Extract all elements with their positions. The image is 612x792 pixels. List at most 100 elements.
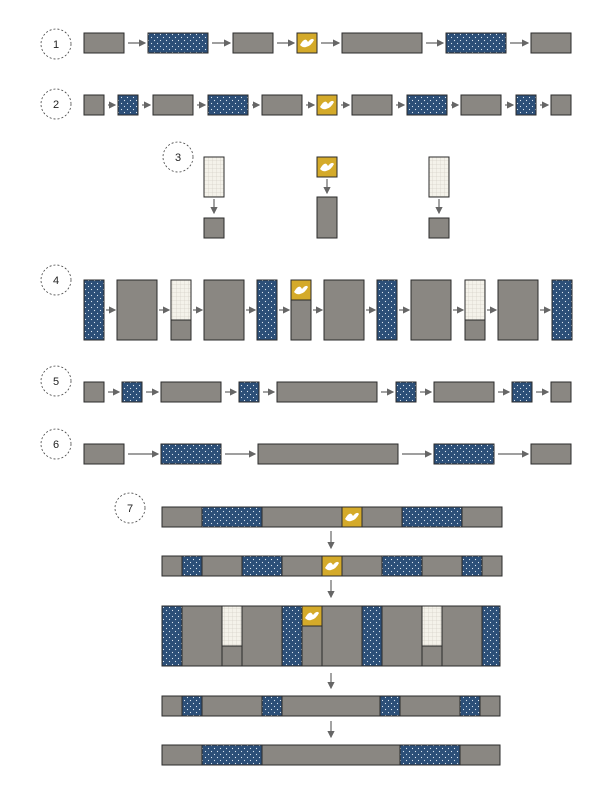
gray-block bbox=[83, 443, 125, 465]
navy-dotted-block bbox=[261, 695, 283, 717]
navy-dotted-block bbox=[433, 443, 495, 465]
gray-block bbox=[460, 94, 502, 116]
step-marker bbox=[114, 492, 146, 524]
gray-block bbox=[341, 555, 383, 577]
gray-block bbox=[232, 32, 274, 54]
step-number: 1 bbox=[53, 39, 59, 51]
navy-dotted-block bbox=[376, 279, 398, 341]
gray-block bbox=[479, 695, 501, 717]
gray-block bbox=[181, 605, 223, 667]
gray-block bbox=[241, 605, 283, 667]
gray-block bbox=[323, 279, 365, 341]
gray-block bbox=[201, 695, 263, 717]
strip-outline bbox=[161, 695, 501, 717]
navy-dotted-block bbox=[207, 94, 249, 116]
step-number: 7 bbox=[127, 503, 133, 515]
gray-block bbox=[83, 94, 105, 116]
navy-dotted-block bbox=[551, 279, 573, 341]
navy-dotted-block bbox=[459, 695, 481, 717]
gray-block bbox=[161, 695, 183, 717]
gray-block bbox=[459, 744, 501, 766]
gray-block bbox=[83, 381, 105, 403]
gray-block bbox=[399, 695, 461, 717]
navy-dotted-block bbox=[361, 605, 383, 667]
gray-block bbox=[421, 645, 443, 667]
gray-block bbox=[530, 443, 572, 465]
navy-dotted-block bbox=[406, 94, 448, 116]
gray-block bbox=[381, 605, 423, 667]
gray-block bbox=[161, 506, 203, 528]
bird-motif-icon bbox=[300, 38, 314, 48]
navy-dotted-block bbox=[160, 443, 222, 465]
navy-dotted-block bbox=[395, 381, 417, 403]
step-marker bbox=[40, 365, 72, 397]
gray-block bbox=[170, 319, 192, 341]
gray-block bbox=[281, 555, 323, 577]
strip-outline bbox=[161, 744, 501, 766]
navy-dotted-block bbox=[401, 506, 463, 528]
gray-block bbox=[161, 555, 183, 577]
gray-block bbox=[261, 506, 343, 528]
strip-outline bbox=[161, 555, 503, 577]
navy-dotted-block bbox=[281, 605, 303, 667]
gray-block bbox=[261, 94, 303, 116]
gray-block bbox=[321, 605, 363, 667]
bird-motif-icon bbox=[345, 512, 359, 522]
gray-block bbox=[261, 744, 401, 766]
step-number: 3 bbox=[175, 152, 181, 164]
navy-dotted-block bbox=[117, 94, 139, 116]
navy-dotted-block bbox=[515, 94, 537, 116]
navy-dotted-block bbox=[238, 381, 260, 403]
gray-block bbox=[428, 217, 450, 239]
gray-block bbox=[341, 32, 423, 54]
step-number: 4 bbox=[53, 275, 59, 287]
gray-block bbox=[201, 555, 243, 577]
gray-block bbox=[290, 299, 312, 341]
gray-block bbox=[116, 279, 158, 341]
cream-grid-block bbox=[203, 156, 225, 198]
navy-dotted-block bbox=[147, 32, 209, 54]
step-marker bbox=[40, 264, 72, 296]
gray-block bbox=[83, 32, 125, 54]
gray-block bbox=[497, 279, 539, 341]
strip-outline bbox=[161, 506, 503, 528]
gray-block bbox=[361, 506, 403, 528]
navy-dotted-block bbox=[181, 695, 203, 717]
gray-block bbox=[316, 196, 338, 239]
navy-dotted-block bbox=[241, 555, 283, 577]
step-marker bbox=[162, 141, 194, 173]
navy-dotted-block bbox=[399, 744, 461, 766]
navy-dotted-block bbox=[381, 555, 423, 577]
cream-grid-block bbox=[464, 279, 486, 321]
navy-dotted-block bbox=[445, 32, 507, 54]
gray-block bbox=[160, 381, 222, 403]
navy-dotted-block bbox=[481, 605, 501, 667]
navy-dotted-block bbox=[201, 744, 263, 766]
gray-block bbox=[257, 443, 399, 465]
gray-block bbox=[351, 94, 393, 116]
gray-block bbox=[152, 94, 194, 116]
cream-grid-block bbox=[221, 605, 243, 647]
strip-outline bbox=[161, 605, 501, 667]
step-number: 2 bbox=[53, 99, 59, 111]
gray-block bbox=[203, 279, 245, 341]
cream-grid-block bbox=[421, 605, 443, 647]
bird-motif-icon bbox=[305, 611, 319, 621]
gray-block bbox=[550, 94, 572, 116]
cream-grid-block bbox=[170, 279, 192, 321]
navy-dotted-block bbox=[511, 381, 533, 403]
bird-motif-icon bbox=[294, 285, 308, 295]
cream-grid-block bbox=[428, 156, 450, 198]
gray-block bbox=[421, 555, 463, 577]
navy-dotted-block bbox=[461, 555, 483, 577]
bird-motif-icon bbox=[320, 162, 334, 172]
gray-block bbox=[161, 744, 203, 766]
gray-block bbox=[481, 555, 503, 577]
step-marker bbox=[40, 28, 72, 60]
gray-block bbox=[530, 32, 572, 54]
step-marker bbox=[40, 88, 72, 120]
gray-block bbox=[464, 319, 486, 341]
gray-block bbox=[461, 506, 503, 528]
bird-motif-icon bbox=[320, 100, 334, 110]
